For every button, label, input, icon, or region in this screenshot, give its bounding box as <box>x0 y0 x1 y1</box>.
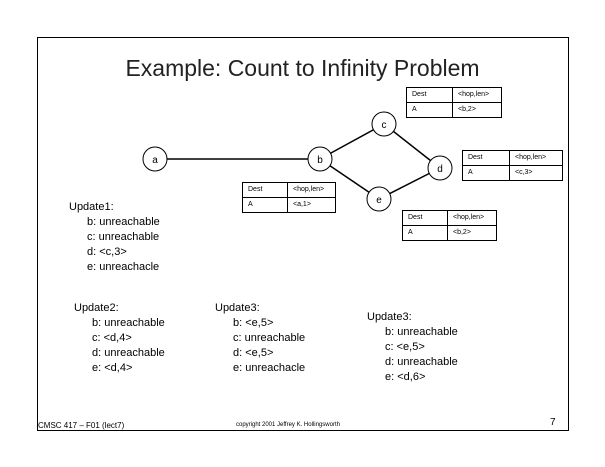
update-line: c: unreachable <box>233 332 306 344</box>
update-3: Update3: b: <e,5> c: unreachable d: <e,5… <box>215 301 305 376</box>
slide-title: Example: Count to Infinity Problem <box>125 55 480 81</box>
update-line: d: unreachable <box>385 356 458 368</box>
table-cell-dest: A <box>463 166 510 180</box>
node-a-label: a <box>152 155 158 166</box>
update-title: Update1: <box>69 201 114 213</box>
routing-table-d: Dest <hop,len> A <c,3> <box>462 150 563 181</box>
node-b-label: b <box>317 155 323 166</box>
node-b <box>307 146 333 172</box>
update-line: e: <d,6> <box>385 371 426 383</box>
node-e-label: e <box>376 195 382 206</box>
update-line: e: <d,4> <box>92 362 133 374</box>
routing-table-b: Dest <hop,len> A <a,1> <box>242 182 336 213</box>
table-cell-hoplen: <c,3> <box>515 169 533 176</box>
update-title: Update2: <box>74 302 119 314</box>
table-header-dest: Dest <box>243 183 288 197</box>
routing-table-e: Dest <hop,len> A <b,2> <box>402 210 497 241</box>
table-header-hoplen: <hop,len> <box>515 154 547 161</box>
table-header-hoplen: <hop,len> <box>458 91 490 98</box>
table-header-dest: Dest <box>463 151 510 165</box>
update-line: e: unreachacle <box>233 362 306 374</box>
node-d-label: d <box>437 164 443 175</box>
update-line: c: <e,5> <box>385 341 425 353</box>
update-1: Update1: b: unreachable c: unreachable d… <box>69 200 160 275</box>
update-title: Update3: <box>367 311 412 323</box>
node-c-label: c <box>382 120 387 131</box>
update-line: b: unreachable <box>87 216 160 228</box>
table-cell-dest: A <box>243 198 288 212</box>
update-title: Update3: <box>215 302 260 314</box>
update-line: d: unreachable <box>92 347 165 359</box>
table-cell-hoplen: <b,2> <box>458 106 476 113</box>
slide-frame <box>37 37 569 431</box>
node-c <box>371 111 397 137</box>
table-header-hoplen: <hop,len> <box>293 186 325 193</box>
table-cell-dest: A <box>403 226 448 240</box>
update-line: c: <d,4> <box>92 332 132 344</box>
table-header-hoplen: <hop,len> <box>453 214 485 221</box>
footer-copyright: copyright 2001 Jeffrey K. Hollingsworth <box>236 422 340 428</box>
node-a <box>142 146 168 172</box>
table-header-dest: Dest <box>403 211 448 225</box>
footer-course: CMSC 417 – F01 (lect7) <box>38 421 125 430</box>
update-line: b: <e,5> <box>233 317 274 329</box>
table-header-dest: Dest <box>407 88 453 102</box>
update-line: d: <c,3> <box>87 246 127 258</box>
node-e <box>366 186 392 212</box>
routing-table-c: Dest <hop,len> A <b,2> <box>406 87 502 118</box>
update-4: Update3: b: unreachable c: <e,5> d: unre… <box>367 310 458 385</box>
update-line: e: unreachacle <box>87 261 160 273</box>
table-cell-hoplen: <a,1> <box>293 201 311 208</box>
update-line: b: unreachable <box>385 326 458 338</box>
table-cell-dest: A <box>407 103 453 117</box>
update-2: Update2: b: unreachable c: <d,4> d: unre… <box>74 301 165 376</box>
page-number: 7 <box>550 417 556 428</box>
update-line: d: <e,5> <box>233 347 274 359</box>
node-d <box>427 155 453 181</box>
table-cell-hoplen: <b,2> <box>453 229 471 236</box>
update-line: b: unreachable <box>92 317 165 329</box>
update-line: c: unreachable <box>87 231 160 243</box>
